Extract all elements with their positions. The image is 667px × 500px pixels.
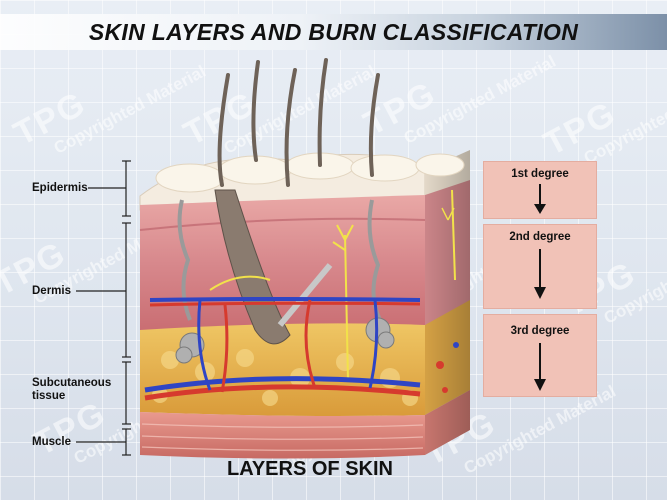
label-epidermis: Epidermis [32,182,88,194]
blood-vessels [144,297,421,401]
label-dermis: Dermis [32,285,71,297]
page-title: SKIN LAYERS AND BURN CLASSIFICATION [88,19,579,45]
arrow-down-icon [534,249,546,299]
hairs [217,58,380,187]
degree-label-2: 2nd degree [509,231,571,243]
arrector-muscle [277,263,333,327]
degree-box-1: 1st degree [483,161,597,219]
label-subcutaneous: Subcutaneous tissue [32,377,112,402]
muscle-layer [140,412,425,459]
subcutaneous-layer [140,323,425,416]
degree-box-3: 3rd degree [483,314,597,397]
dermis-layer [140,195,425,333]
arrow-down-icon [534,184,546,214]
arrow-down-icon [534,343,546,391]
front-face [139,153,426,459]
layer-brackets [76,160,131,456]
nerves [209,224,354,381]
epidermis-top [155,152,465,193]
caption-layers-of-skin: LAYERS OF SKIN [227,458,393,480]
hair-follicle [214,189,291,345]
label-muscle: Muscle [32,436,71,448]
degree-label-1: 1st degree [511,168,569,180]
side-face [425,150,470,455]
title-bar [0,14,667,50]
degree-label-3: 3rd degree [510,325,570,337]
degree-box-2: 2nd degree [483,224,597,309]
